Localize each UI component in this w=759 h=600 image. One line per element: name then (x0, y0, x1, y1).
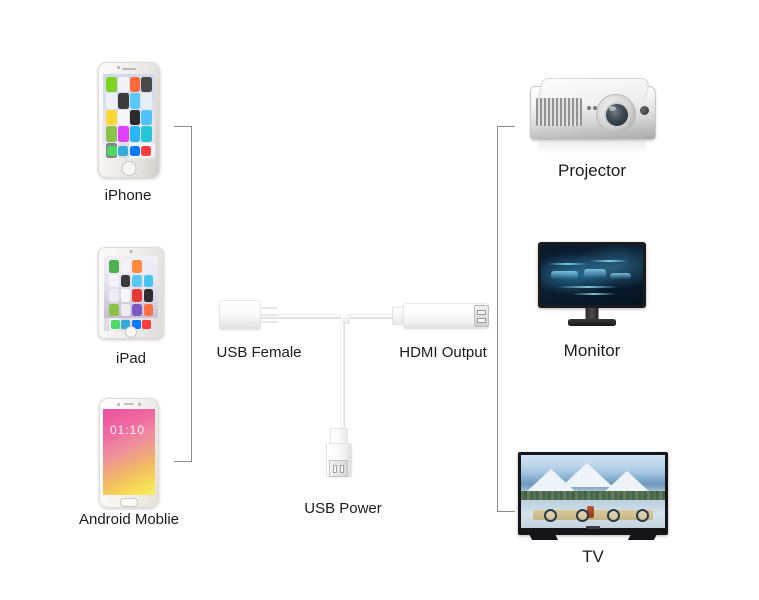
android-phone-device-image: 01:10 (99, 398, 159, 508)
iphone-earpiece (122, 68, 136, 70)
usb-a-power-connector (326, 428, 360, 500)
tv-device-image (518, 452, 668, 548)
iphone-device-image (98, 62, 160, 178)
cable-main-wire (258, 314, 408, 319)
ipad-screen (104, 256, 158, 331)
iphone-dock (103, 143, 155, 158)
hdmi-male-connector (392, 303, 494, 331)
label-projector: Projector (557, 161, 627, 180)
ipad-dock (104, 318, 158, 331)
monitor-device-image (538, 242, 646, 328)
label-monitor: Monitor (563, 341, 621, 360)
android-clock-text: 01:10 (110, 423, 146, 437)
usb-female-connector (219, 300, 299, 334)
iphone-camera-dot (117, 66, 120, 69)
label-hdmi-output: HDMI Output (399, 344, 487, 361)
android-screen: 01:10 (103, 409, 155, 495)
label-usb-female: USB Female (216, 344, 302, 361)
label-iphone: iPhone (104, 187, 152, 204)
label-ipad: iPad (115, 350, 147, 367)
output-devices-bracket (497, 126, 515, 512)
cable-branch-elbow (340, 314, 350, 324)
android-sensor-bar (99, 402, 159, 406)
android-home-button (120, 498, 138, 507)
input-devices-bracket (174, 126, 192, 462)
iphone-home-button (121, 161, 137, 176)
ipad-device-image (98, 247, 164, 339)
usb-power-cable (340, 322, 345, 430)
label-usb-power: USB Power (304, 500, 382, 517)
label-android: Android Moblie (78, 511, 180, 528)
ipad-camera-dot (129, 250, 133, 253)
iphone-screen (103, 74, 155, 158)
label-tv: TV (582, 547, 604, 566)
projector-device-image (524, 72, 660, 156)
ipad-home-button (125, 326, 137, 338)
